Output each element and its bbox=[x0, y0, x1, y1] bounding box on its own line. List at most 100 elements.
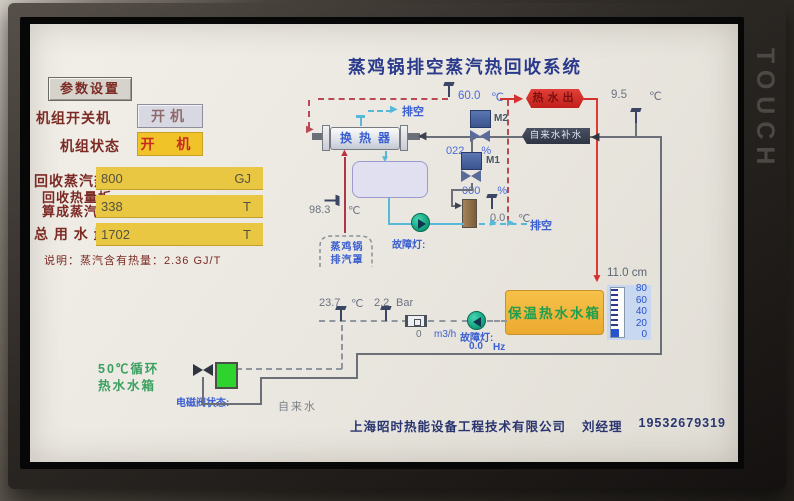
metric1-unit: GJ bbox=[234, 171, 251, 186]
pump2-fault-label: 故障灯: bbox=[460, 333, 494, 344]
metric3-unit: T bbox=[243, 227, 251, 242]
metric2-label-line2: 算成蒸汽量 bbox=[42, 204, 113, 219]
valve-m2-label: M2 bbox=[494, 113, 508, 124]
footer: 上海昭时热能设备工程技术有限公司 刘经理 19532679319 bbox=[350, 416, 726, 435]
exchanger-left-flange bbox=[322, 125, 330, 151]
pipe-tap-rise-2 bbox=[356, 353, 358, 379]
flow-value: 0 bbox=[416, 329, 422, 340]
flow-arrow-icon bbox=[514, 91, 523, 105]
tank-level-value: 11.0 cm bbox=[607, 267, 648, 279]
pump1-fault-label: 故障灯: bbox=[392, 240, 426, 251]
heat-exchanger: 换热器 bbox=[330, 127, 400, 150]
exchanger-right-stub bbox=[408, 133, 420, 140]
pipe-m1-down2 bbox=[451, 189, 453, 207]
hood-label-line2: 排汽罩 bbox=[330, 255, 364, 266]
exchanger-right-flange bbox=[400, 125, 408, 151]
solenoid-valve-icon bbox=[193, 364, 213, 377]
metric2-label: 回收热量折 算成蒸汽量 bbox=[42, 191, 112, 219]
valve-m2-opening-value: 022 bbox=[446, 145, 465, 157]
pipe-tap-valve-stem bbox=[202, 377, 204, 405]
unit-status-lamp: 开 机 bbox=[137, 132, 203, 156]
flow-arrow-icon bbox=[455, 200, 462, 211]
circulation-tank-label-line2: 热水水箱 bbox=[98, 379, 157, 393]
valve-m2-opening-unit: % bbox=[481, 145, 492, 157]
metric1-value: 800 bbox=[101, 171, 123, 186]
temperature-sensor-icon bbox=[630, 108, 642, 123]
level-gauge bbox=[610, 287, 625, 338]
vent-top-label: 排空 bbox=[402, 106, 424, 118]
pipe-steam-dashdot-mid bbox=[507, 100, 509, 222]
monitor-brand-text: TOUCH bbox=[751, 48, 779, 172]
motor-valve-m2-actuator-icon bbox=[470, 110, 491, 128]
valve-m1-label: M1 bbox=[486, 155, 500, 166]
makeup-water-tag: 自来水补水 bbox=[522, 128, 590, 144]
pipe-m1-down bbox=[471, 183, 473, 191]
valve-m2-opening: 022 % bbox=[446, 145, 491, 157]
pipe-circ-dashed-3 bbox=[487, 320, 507, 322]
metric3-value: 1702 bbox=[101, 227, 130, 242]
pump2-direction-icon bbox=[473, 316, 481, 327]
scale-tick: 0 bbox=[641, 329, 647, 340]
pump1-direction-icon bbox=[418, 218, 426, 229]
motor-valve-m1-actuator-icon bbox=[461, 152, 482, 170]
pipe-steam-dashdot-top bbox=[318, 98, 448, 100]
valve-m1-icon bbox=[461, 170, 481, 183]
circulation-tank-label: 50℃循环 热水水箱 bbox=[98, 361, 159, 395]
pipe-circ-dashed-v bbox=[341, 325, 343, 369]
pipe-circ-dashed-2 bbox=[428, 320, 468, 322]
contact-phone: 19532679319 bbox=[638, 416, 727, 430]
pipe-m1-branch bbox=[471, 137, 473, 152]
pipe-steam-riser bbox=[344, 157, 346, 233]
metric2-field: 338 T bbox=[96, 195, 263, 218]
valve-m1-opening-value: 000 bbox=[462, 185, 481, 197]
metric2-label-line1: 回收热量折 bbox=[42, 190, 113, 205]
valve-m1-opening: 000 % bbox=[462, 185, 507, 197]
exchanger-left-stub bbox=[312, 133, 322, 140]
flow-arrow-icon bbox=[591, 130, 599, 143]
pipe-circ-dashed-1 bbox=[319, 320, 408, 322]
vent-temp-unit: ℃ bbox=[518, 213, 531, 225]
metric1-field: 800 GJ bbox=[96, 167, 263, 190]
temperature-sensor-icon bbox=[443, 82, 455, 97]
steam-out-temp-value: 60.0 bbox=[458, 90, 481, 102]
temperature-sensor-icon bbox=[486, 194, 498, 209]
pump2-freq-unit: Hz bbox=[493, 342, 506, 353]
scale-tick: 20 bbox=[635, 317, 647, 329]
hood-temp-value: 98.3 bbox=[309, 204, 331, 216]
valve-m2-icon bbox=[470, 130, 490, 143]
circ-temp-unit: ℃ bbox=[351, 298, 364, 310]
flow-arrow-icon bbox=[591, 271, 603, 285]
hood-temp-unit: ℃ bbox=[348, 205, 361, 217]
pump1-icon bbox=[411, 213, 430, 232]
pipe-hot-water-drop bbox=[596, 98, 598, 276]
power-button[interactable]: 开机 bbox=[137, 104, 203, 128]
tap-water-label: 自来水 bbox=[278, 401, 317, 413]
pipe-hot-water-link bbox=[582, 98, 598, 100]
pipe-circ-dashed-4 bbox=[216, 368, 342, 370]
pressure-sensor-icon bbox=[380, 306, 392, 321]
power-switch-label: 机组开关机 bbox=[36, 110, 111, 126]
flow-arrow-icon bbox=[490, 217, 497, 228]
exchanger-top-fitting-cap bbox=[356, 115, 365, 118]
circulation-tank-label-line1: 50℃循环 bbox=[98, 362, 160, 376]
scale-tick: 60 bbox=[635, 294, 647, 306]
pipe-vent-mid-dashed bbox=[479, 223, 527, 225]
pipe-steam-dashdot-left bbox=[308, 100, 310, 128]
pipe-tap-run-3 bbox=[356, 353, 662, 355]
exchanger-top-fitting bbox=[360, 117, 362, 126]
hood-label-line1: 蒸鸡锅 bbox=[330, 242, 364, 253]
pipe-vent-top-dashed bbox=[368, 110, 392, 112]
pipe-tap-run-1 bbox=[202, 403, 262, 405]
solenoid-status-lamp bbox=[215, 362, 238, 389]
pipe-box-down bbox=[388, 198, 390, 225]
pump2-freq-value: 0.0 bbox=[469, 341, 483, 352]
metric2-unit: T bbox=[243, 199, 251, 214]
pipe-tap-water-right bbox=[660, 136, 662, 354]
tap-water-temp-value: 9.5 bbox=[611, 89, 627, 101]
param-settings-button[interactable]: 参数设置 bbox=[48, 77, 132, 101]
flow-arrow-icon bbox=[418, 129, 426, 142]
scale-tick: 40 bbox=[635, 306, 647, 317]
circ-pressure-unit: Bar bbox=[396, 297, 414, 309]
contact-name: 刘经理 bbox=[582, 420, 623, 434]
flow-arrow-icon bbox=[507, 217, 514, 228]
